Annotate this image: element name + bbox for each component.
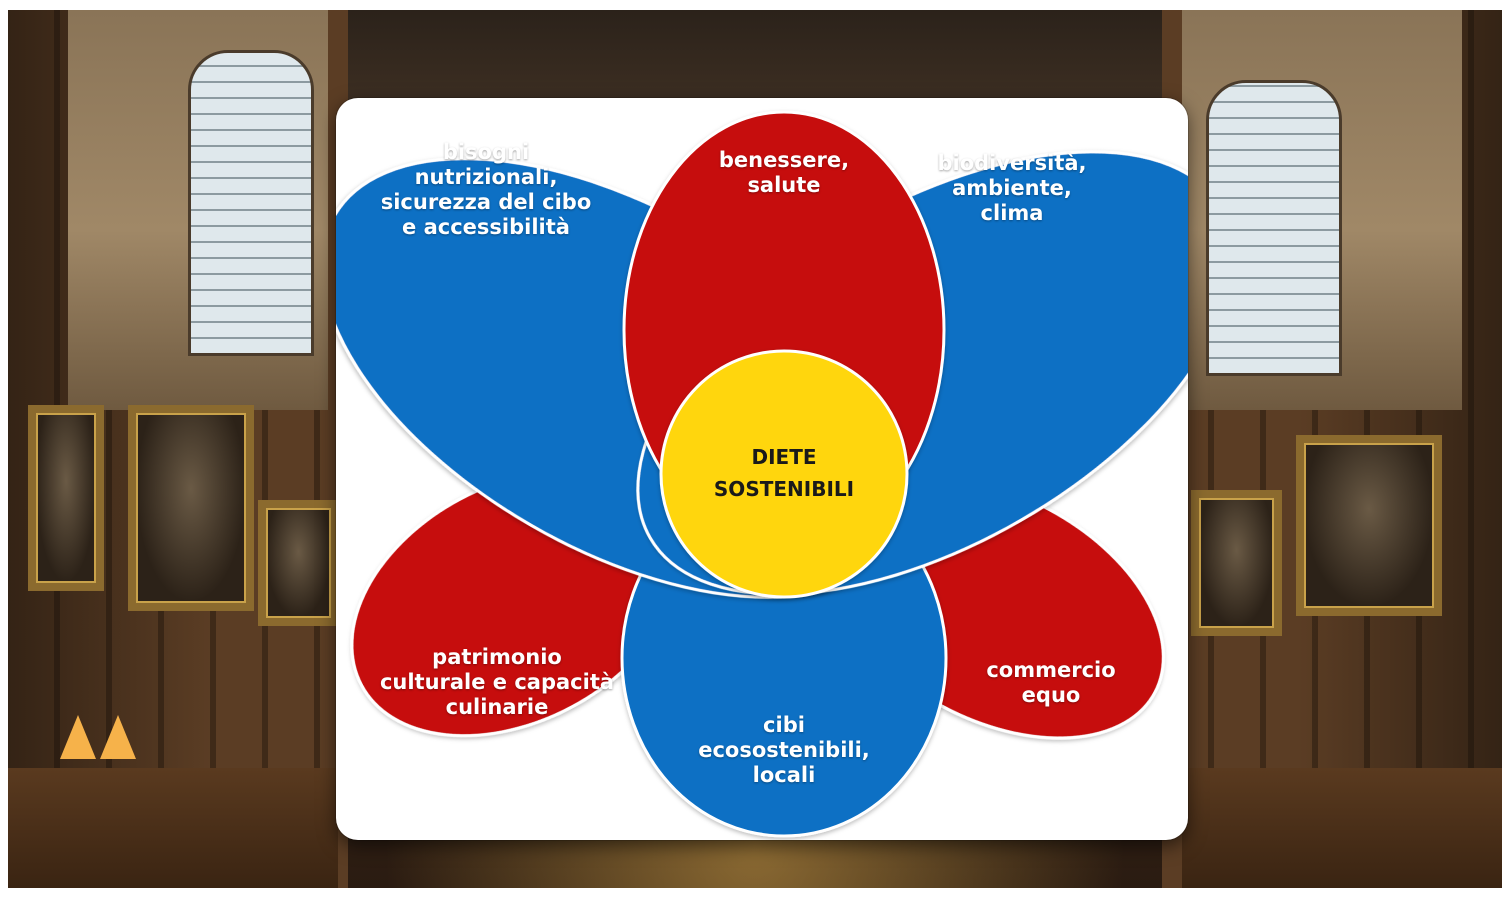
right-table bbox=[1182, 768, 1502, 888]
portrait-right-2 bbox=[1191, 490, 1282, 636]
portrait-left-2 bbox=[128, 405, 254, 611]
right-stained-window bbox=[1206, 80, 1342, 376]
left-table bbox=[8, 768, 338, 888]
portrait-left-1 bbox=[28, 405, 104, 591]
label-bottom-left: patrimonio culturale e capacità culinari… bbox=[379, 645, 615, 719]
label-bottom-right: commercio equo bbox=[986, 658, 1116, 707]
label-top: benessere, salute bbox=[718, 148, 850, 197]
diagram-card: bisogni nutrizionali, sicurezza del cibo… bbox=[336, 98, 1188, 840]
flower-diagram bbox=[336, 110, 1188, 838]
label-top-right: biodiversità, ambiente, clima bbox=[937, 151, 1087, 225]
center-circle bbox=[659, 349, 909, 599]
portrait-right-1 bbox=[1296, 435, 1442, 616]
portrait-left-3 bbox=[258, 500, 339, 626]
lamp-shade-left bbox=[60, 715, 96, 759]
center-label: DIETE SOSTENIBILI bbox=[713, 445, 855, 501]
label-bottom: cibi ecosostenibili, locali bbox=[698, 713, 870, 787]
lamp-shade-right bbox=[100, 715, 136, 759]
label-top-left: bisogni nutrizionali, sicurezza del cibo… bbox=[380, 140, 592, 239]
left-stained-window bbox=[188, 50, 314, 356]
